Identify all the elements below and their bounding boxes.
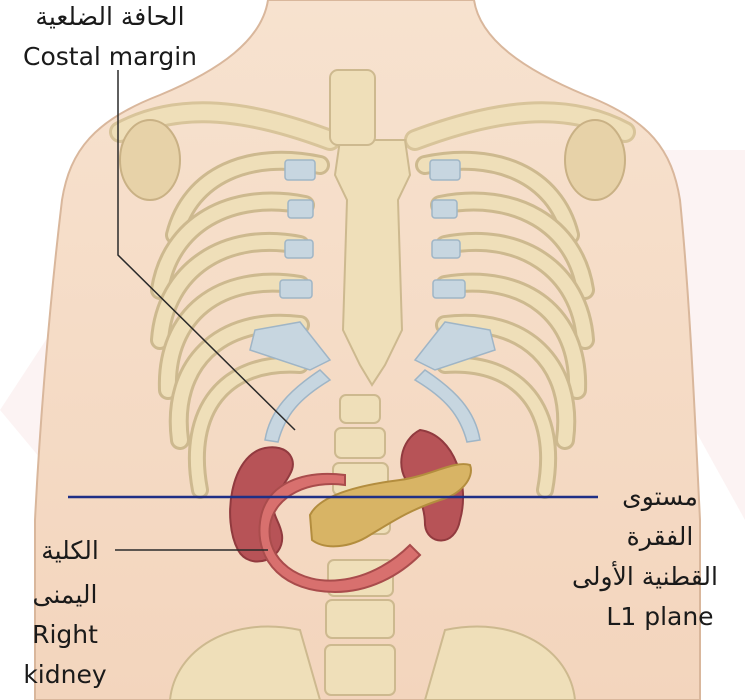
right-kidney-label-arabic-line1: الكلية bbox=[30, 536, 110, 566]
l1-plane-label-arabic-line2: الفقرة bbox=[575, 522, 745, 552]
right-kidney-label-arabic-line2: اليمنى bbox=[10, 580, 120, 610]
costal-margin-label-arabic: الحافة الضلعية bbox=[0, 2, 220, 32]
right-shoulder-joint bbox=[565, 120, 625, 200]
right-kidney-label-english-line2: kidney bbox=[0, 660, 130, 690]
right-kidney-label-english-line1: Right bbox=[10, 620, 120, 650]
l1-plane-label-english: L1 plane bbox=[575, 602, 745, 632]
left-shoulder-joint bbox=[120, 120, 180, 200]
l1-plane-label-arabic-line3: القطنية الأولى bbox=[545, 562, 745, 592]
l1-plane-label-arabic-line1: مستوى bbox=[575, 482, 745, 512]
costal-margin-label-english: Costal margin bbox=[0, 42, 220, 72]
